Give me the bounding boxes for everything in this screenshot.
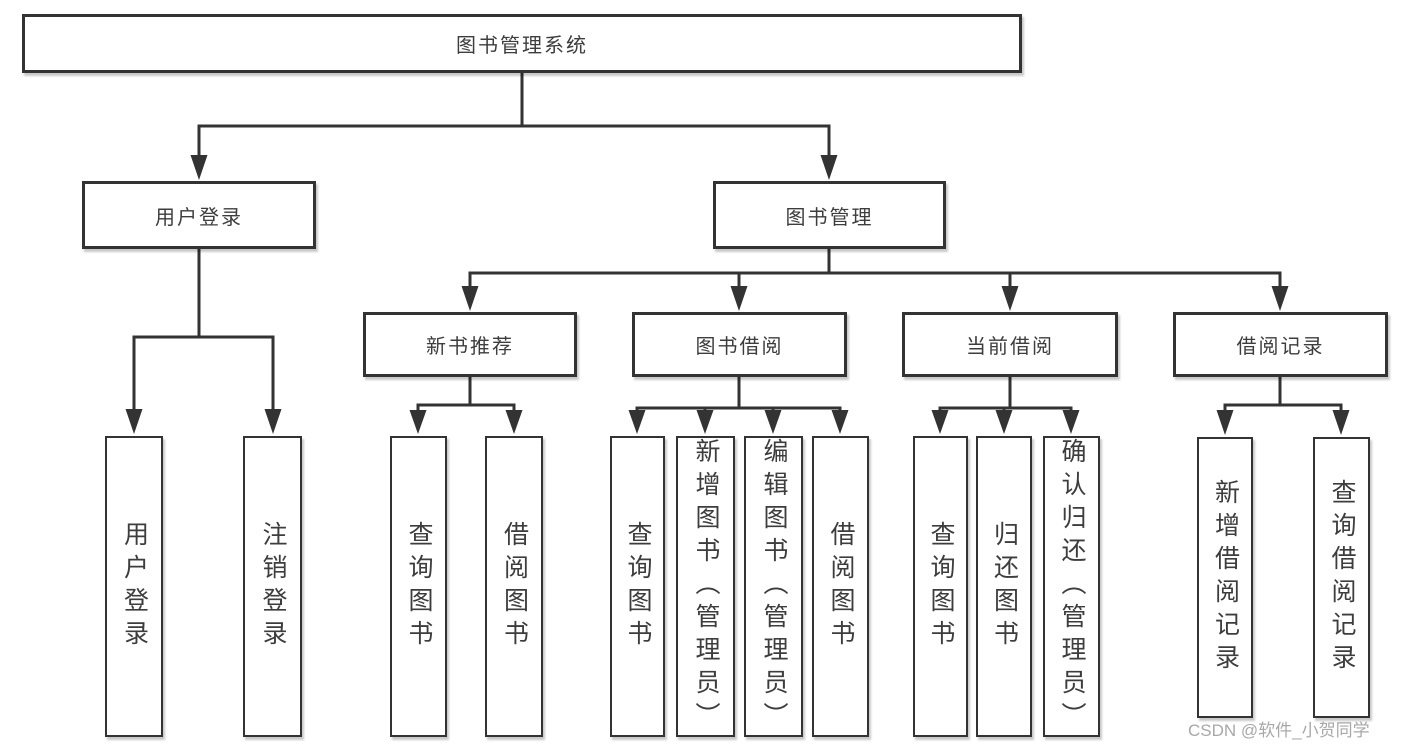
leaf-edit-books-admin: 编辑图书（管理员） [744,436,803,737]
edge-book-borrow-children [628,375,849,434]
leaf-query-books-recommend: 查询图书 [390,436,447,737]
leaf-query-borrow-record: 查询借阅记录 [1313,437,1370,718]
edge-root-to-level2 [190,71,838,180]
node-new-book-recommend: 新书推荐 [363,312,577,377]
leaf-query-books-borrow: 查询图书 [610,436,665,737]
leaf-add-borrow-record: 新增借阅记录 [1197,437,1253,718]
leaf-return-books: 归还图书 [976,436,1032,737]
csdn-watermark: CSDN @软件_小贺同学 [1188,721,1370,740]
leaf-add-books-admin: 新增图书（管理员） [676,436,735,737]
edge-borrow-records-children [1216,375,1350,435]
node-borrow-records: 借阅记录 [1173,312,1388,377]
edge-current-borrow-children [931,375,1080,434]
node-library-management-system: 图书管理系统 [22,14,1022,73]
leaf-logout: 注销登录 [243,436,302,737]
node-current-borrow: 当前借阅 [902,312,1118,377]
leaf-confirm-return-admin: 确认归还（管理员） [1043,436,1100,737]
edge-user-login-children [125,247,282,434]
edge-book-management-children [461,247,1289,311]
leaf-borrow-books: 借阅图书 [812,436,869,737]
leaf-borrow-books-recommend: 借阅图书 [485,436,543,737]
node-book-management: 图书管理 [713,181,946,249]
leaf-query-books-current: 查询图书 [913,436,968,737]
edge-new-book-children [409,375,523,434]
leaf-user-login: 用户登录 [105,436,163,737]
node-user-login: 用户登录 [82,181,316,249]
node-book-borrow: 图书借阅 [632,312,847,377]
